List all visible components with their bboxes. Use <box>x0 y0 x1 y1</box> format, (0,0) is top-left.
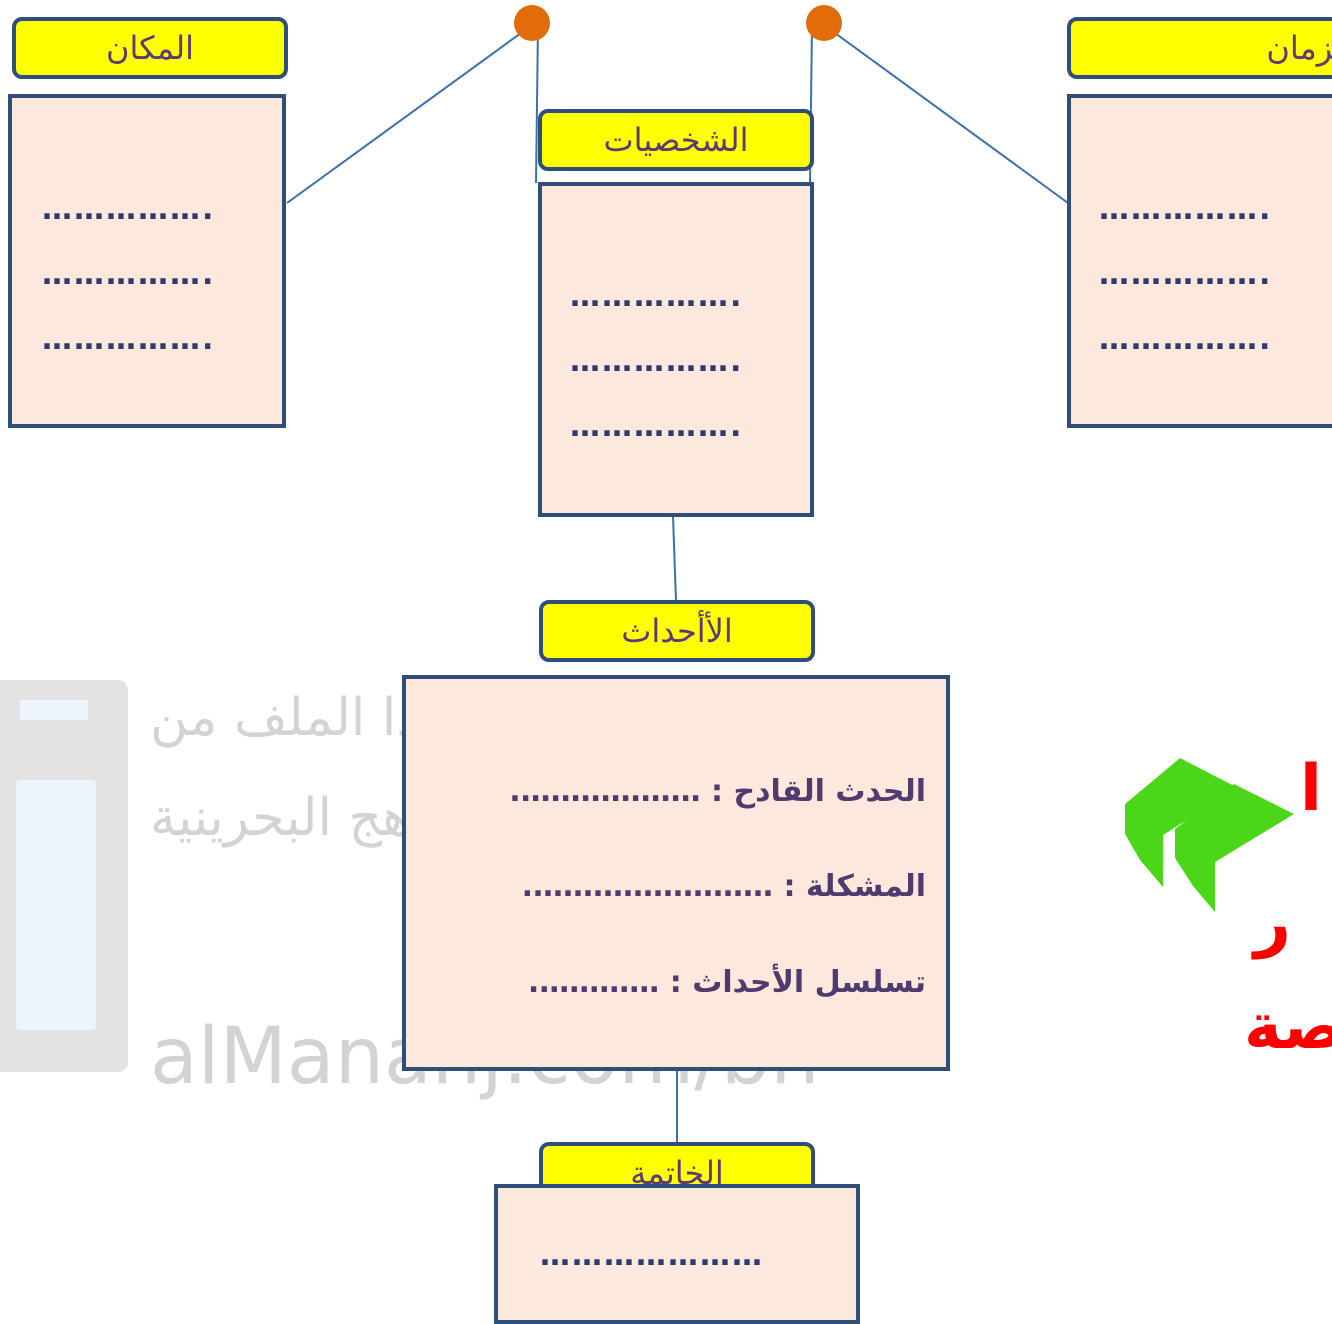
events-problem-row: المشكلة : ……………………. <box>522 869 926 904</box>
connector-place <box>286 24 533 204</box>
characters-line-3: ……………. <box>570 409 744 444</box>
watermark-logo <box>0 680 128 1072</box>
events-sequence-label: تسلسل الأحداث : <box>669 965 926 1000</box>
place-line-3: ……………. <box>42 322 216 357</box>
characters-label: الشخصيات <box>538 109 814 171</box>
events-problem-label: المشكلة : <box>783 869 926 904</box>
events-sequence-row: تسلسل الأحداث : …………. <box>528 965 926 1000</box>
time-line-2: ……………. <box>1099 257 1273 292</box>
conclusion-line: ………………… <box>540 1238 764 1273</box>
place-box: ……………. ……………. ……………. <box>8 94 286 428</box>
characters-box: ……………. ……………. ……………. <box>538 182 814 517</box>
red-text-top: ا <box>1300 752 1322 826</box>
node-dot-right <box>806 5 842 41</box>
events-trigger-row: الحدث القادح : ………………. <box>509 774 926 809</box>
characters-line-1: ……………. <box>570 279 744 314</box>
connector-characters-left <box>535 24 539 184</box>
connector-characters-events <box>672 515 677 602</box>
conclusion-box: ………………… <box>494 1184 860 1324</box>
time-box: ……………. ……………. ……………. <box>1067 94 1332 428</box>
events-box: الحدث القادح : ………………. المشكلة : …………………… <box>402 675 950 1071</box>
events-trigger-value: ………………. <box>509 774 701 809</box>
events-label: الأأحداث <box>539 600 815 662</box>
characters-line-2: ……………. <box>570 344 744 379</box>
events-problem-value: ……………………. <box>521 869 774 904</box>
node-dot-left <box>514 5 550 41</box>
red-text-bottom: ـصة <box>1244 990 1332 1064</box>
place-label: المكان <box>12 17 288 79</box>
time-label: الزمان <box>1067 17 1332 79</box>
events-sequence-value: …………. <box>527 965 660 1000</box>
place-line-1: ……………. <box>42 192 216 227</box>
connector-time <box>823 24 1069 204</box>
place-line-2: ……………. <box>42 257 216 292</box>
time-line-1: ……………. <box>1099 192 1273 227</box>
time-line-3: ……………. <box>1099 322 1273 357</box>
red-text-middle: ر <box>1254 886 1291 960</box>
events-trigger-label: الحدث القادح : <box>711 774 926 809</box>
